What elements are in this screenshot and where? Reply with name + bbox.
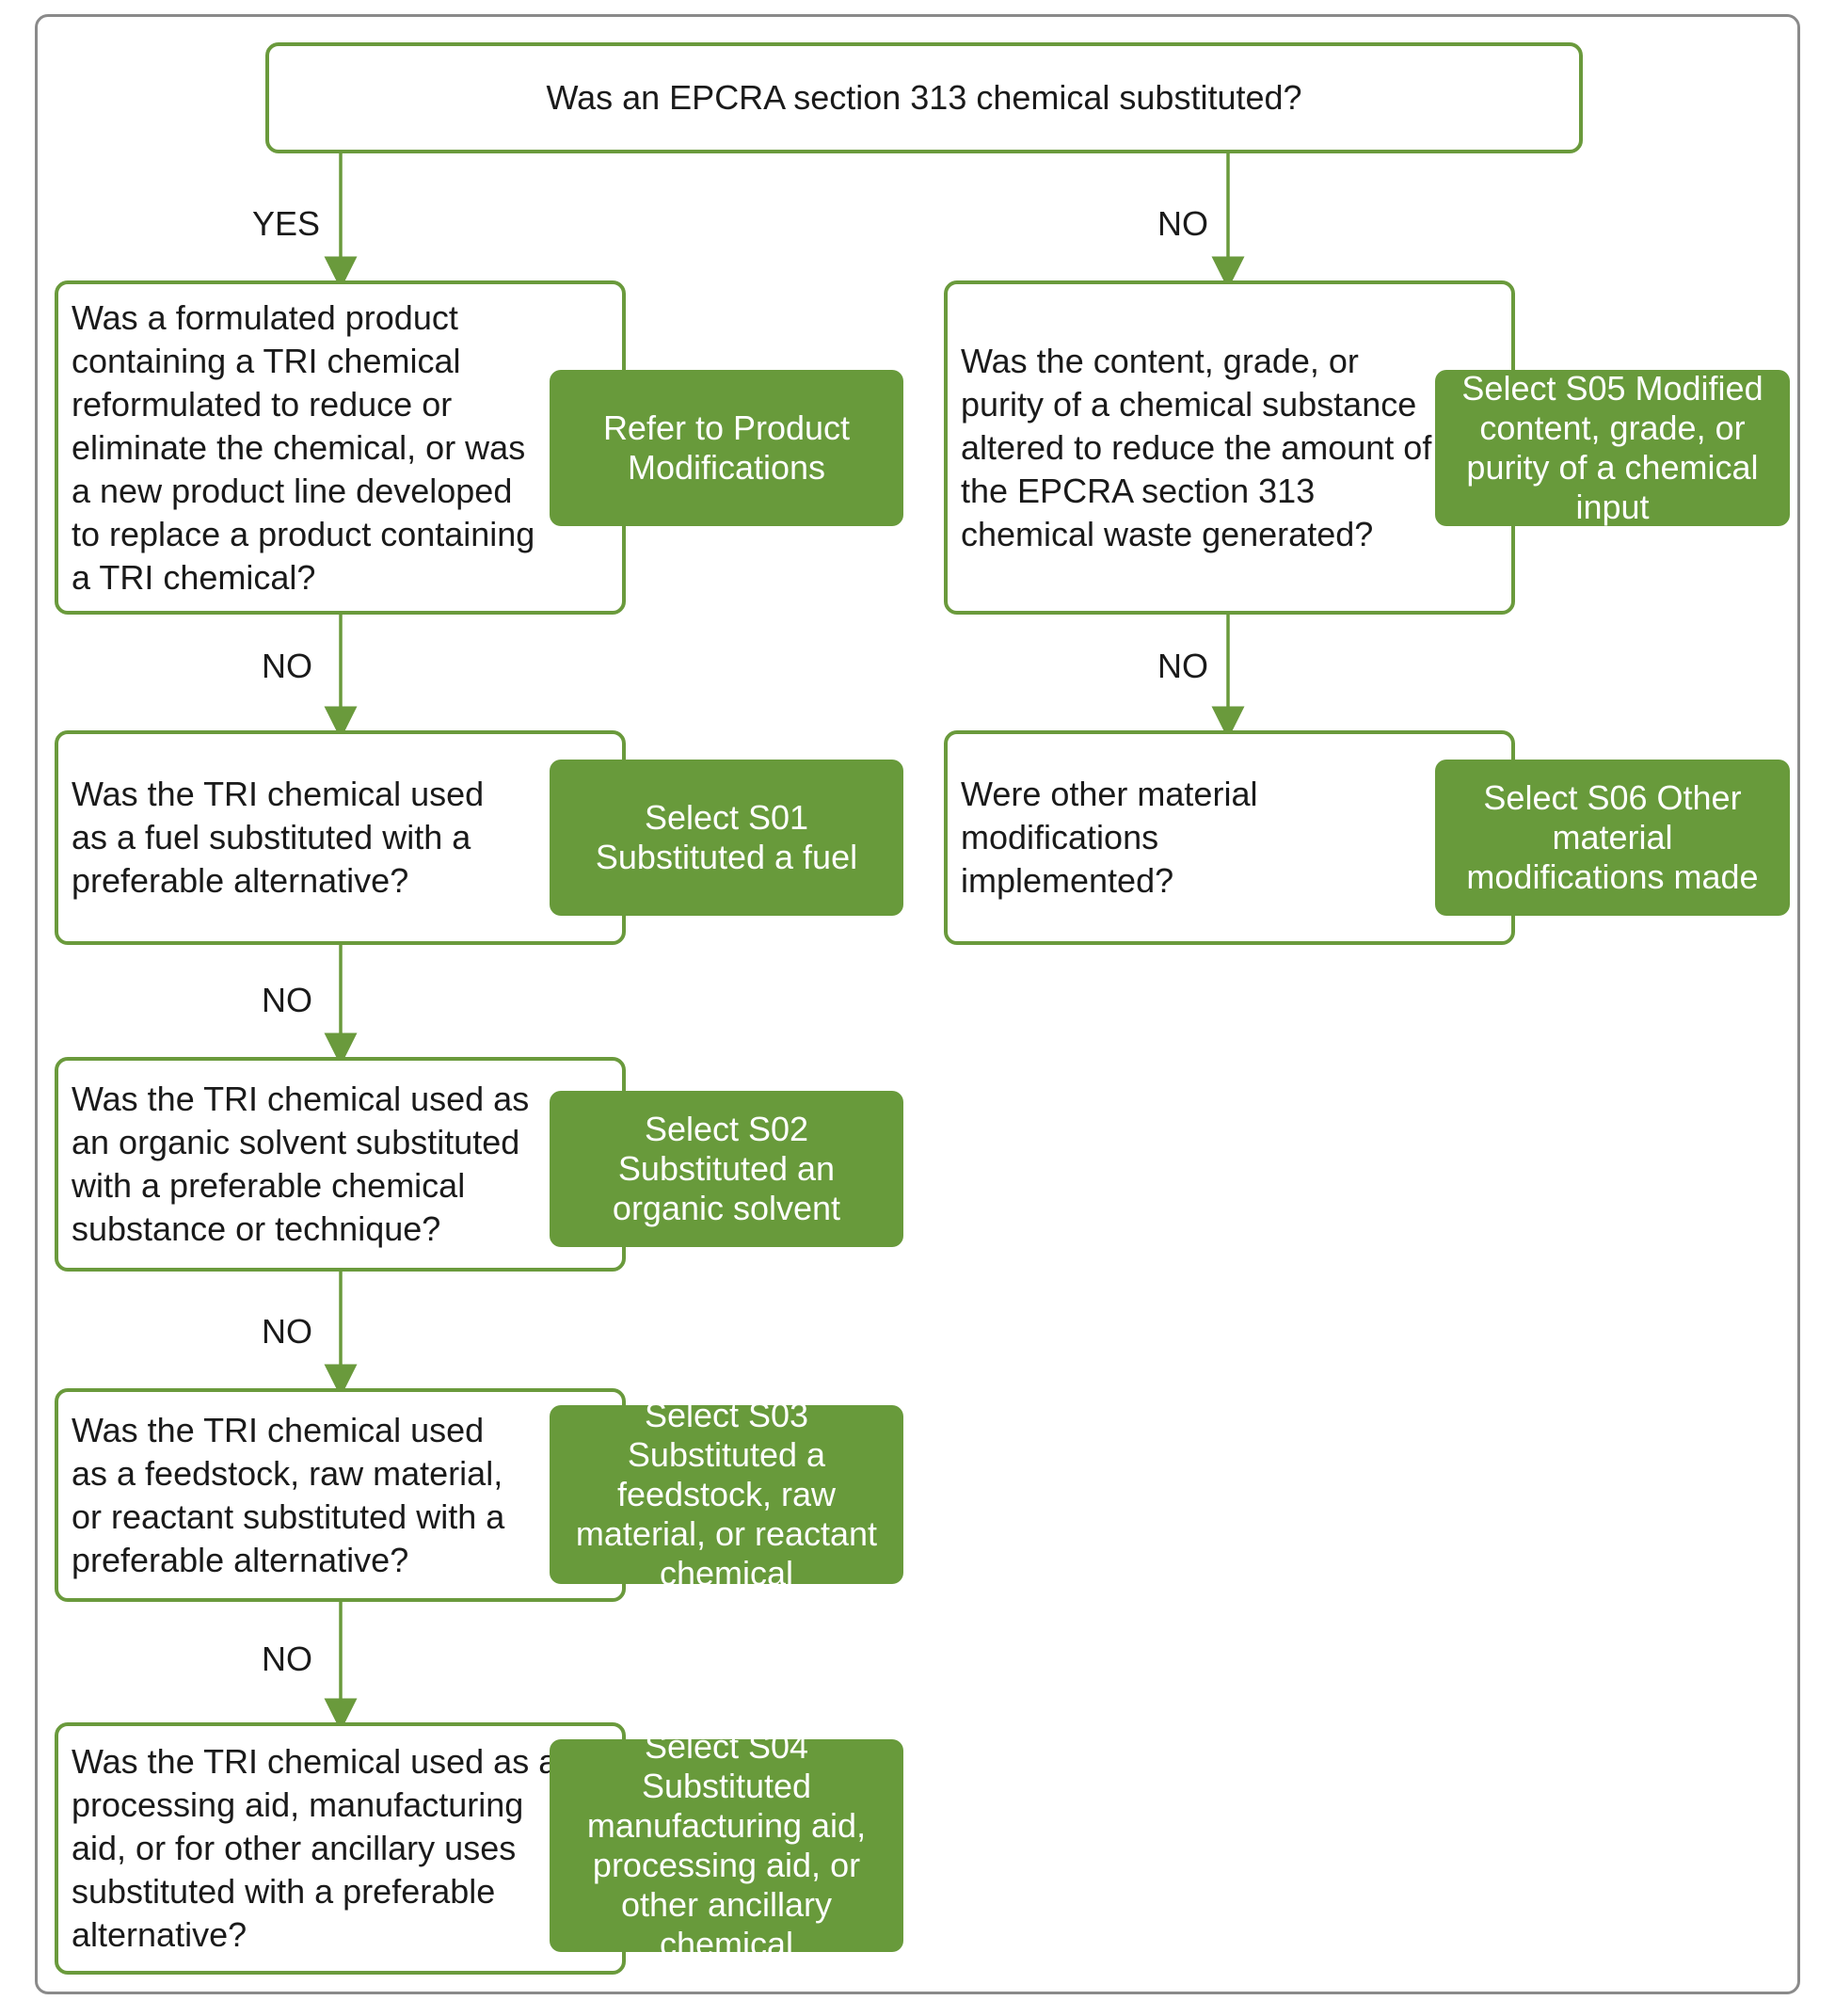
no-label-left-2: NO [262, 981, 312, 1019]
question-text-processing-aid: Was the TRI chemical used as a processin… [72, 1742, 558, 1954]
question-box-fuel: Was the TRI chemical used as a fuel subs… [55, 730, 626, 945]
question-text-product-reformulation: Was a formulated product containing a TR… [72, 297, 535, 597]
action-box-product-modifications: Refer to Product Modifications [550, 370, 903, 526]
no-label-left-4: NO [262, 1640, 312, 1678]
no-label-start: NO [1157, 204, 1208, 243]
question-box-processing-aid: Was the TRI chemical used as a processin… [55, 1722, 626, 1975]
no-label-left-3: NO [262, 1312, 312, 1351]
action-text-s02: Select S02 Substituted an organic solven… [612, 1110, 841, 1227]
question-box-other-material-modifications: Were other material modifications implem… [944, 730, 1515, 945]
action-text-s01: Select S01 Substituted a fuel [595, 798, 858, 876]
start-question-text: Was an EPCRA section 313 chemical substi… [546, 78, 1302, 117]
question-box-feedstock: Was the TRI chemical used as a feedstock… [55, 1388, 626, 1602]
action-text-s04: Select S04 Substituted manufacturing aid… [586, 1727, 867, 1963]
diagram-frame [35, 14, 1800, 1994]
question-box-content-grade-purity: Was the content, grade, or purity of a c… [944, 280, 1515, 615]
action-box-s01: Select S01 Substituted a fuel [550, 760, 903, 916]
action-text-s03: Select S03 Substituted a feedstock, raw … [575, 1396, 878, 1592]
action-box-s06: Select S06 Other material modifications … [1435, 760, 1790, 916]
action-box-s02: Select S02 Substituted an organic solven… [550, 1091, 903, 1247]
no-label-left-1: NO [262, 647, 312, 685]
question-text-feedstock: Was the TRI chemical used as a feedstock… [72, 1410, 505, 1579]
start-question-box: Was an EPCRA section 313 chemical substi… [265, 42, 1583, 153]
question-text-fuel: Was the TRI chemical used as a fuel subs… [72, 775, 485, 900]
question-text-other-material-modifications: Were other material modifications implem… [961, 775, 1258, 900]
action-text-s06: Select S06 Other material modifications … [1466, 778, 1759, 896]
question-box-organic-solvent: Was the TRI chemical used as an organic … [55, 1057, 626, 1272]
action-text-s05: Select S05 Modified content, grade, or p… [1461, 369, 1763, 526]
action-box-s05: Select S05 Modified content, grade, or p… [1435, 369, 1790, 526]
no-label-right-1: NO [1157, 647, 1208, 685]
question-text-content-grade-purity: Was the content, grade, or purity of a c… [961, 341, 1432, 553]
question-box-product-reformulation: Was a formulated product containing a TR… [55, 280, 626, 615]
question-text-organic-solvent: Was the TRI chemical used as an organic … [72, 1080, 530, 1248]
action-text-product-modifications: Refer to Product Modifications [602, 408, 851, 487]
yes-label: YES [252, 204, 321, 243]
action-box-s04: Select S04 Substituted manufacturing aid… [550, 1727, 903, 1963]
action-box-s03: Select S03 Substituted a feedstock, raw … [550, 1396, 903, 1592]
